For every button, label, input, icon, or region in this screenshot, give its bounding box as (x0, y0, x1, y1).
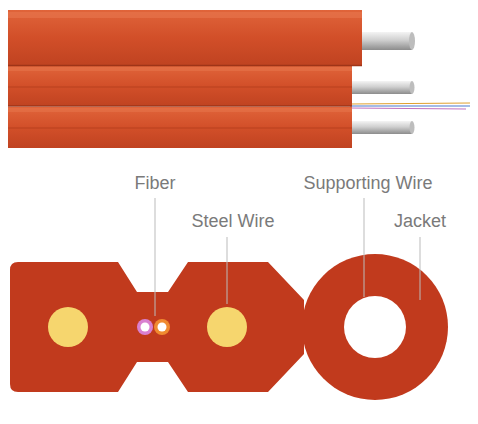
part-label: Supporting Wire (303, 172, 432, 194)
leader-lines (155, 198, 420, 316)
cable-body (8, 10, 362, 148)
part-label: Fiber (134, 172, 175, 194)
part-label: Steel Wire (191, 210, 274, 232)
wire-ends (350, 32, 470, 134)
part-label: Jacket (394, 210, 446, 232)
cross-section (10, 254, 448, 400)
